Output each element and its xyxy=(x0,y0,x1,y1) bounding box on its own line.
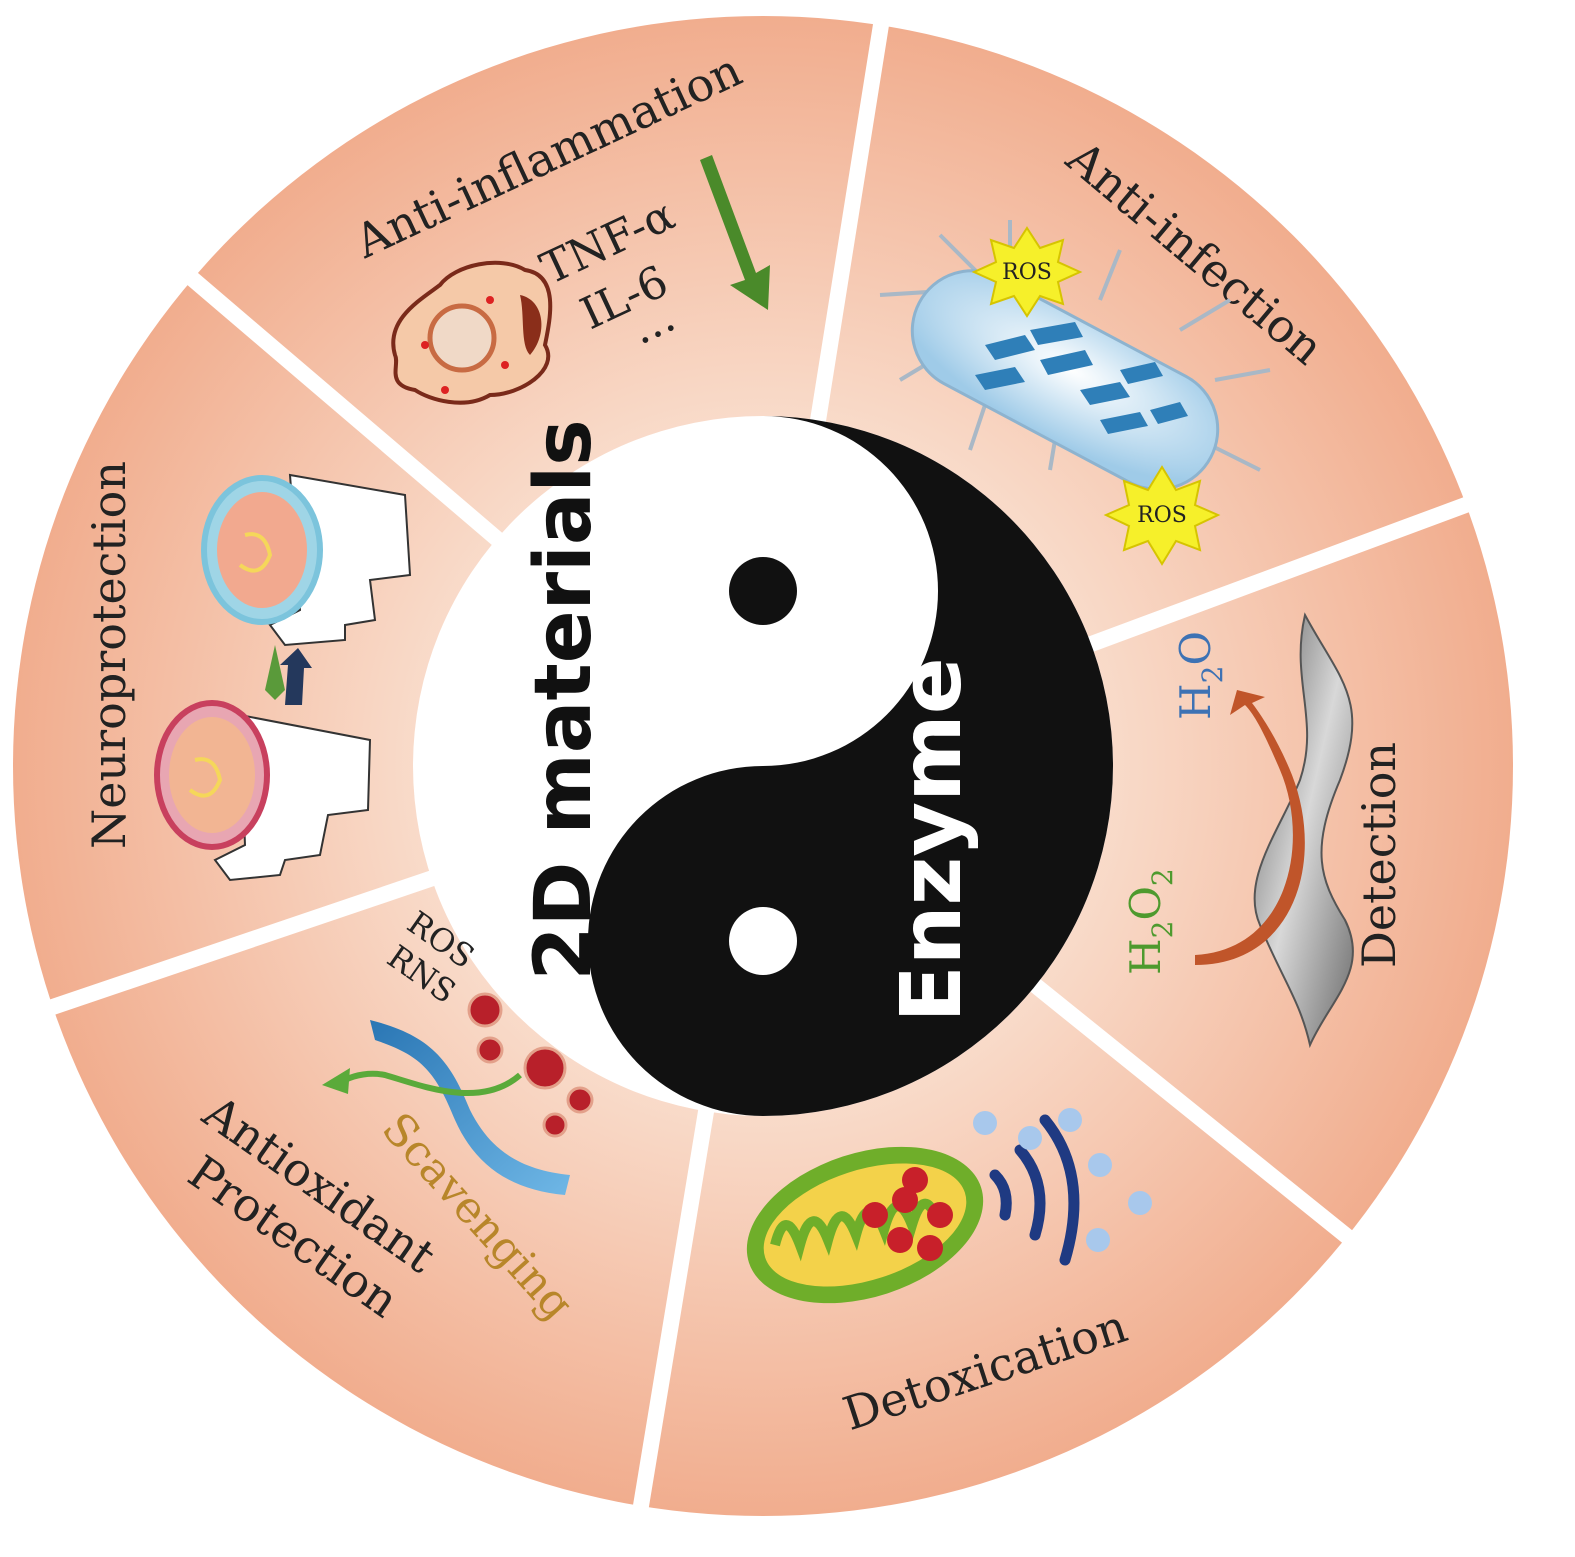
macrophage-cell-icon xyxy=(391,260,553,405)
nanosheets xyxy=(975,322,1188,434)
yang-dot xyxy=(729,557,797,625)
yin-half xyxy=(588,416,1113,1116)
yin-yang: 2D materials Enzyme xyxy=(413,416,1113,1116)
cell-organelle xyxy=(520,295,542,355)
nanosheet-small-icon xyxy=(265,645,285,700)
segment-neuroprotection: Neuroprotection xyxy=(82,461,412,882)
curved-arrow-icon xyxy=(1195,690,1305,965)
mitochondrion-icon xyxy=(746,1146,984,1304)
ros-burst-2: ROS xyxy=(1103,465,1221,566)
damaged-brain-section-icon xyxy=(154,700,372,882)
center-right-label: Enzyme xyxy=(882,657,980,1022)
scavenging-arrow-line xyxy=(343,1070,522,1097)
cell-nucleus xyxy=(427,303,497,373)
h2o-label: H2O xyxy=(1171,631,1229,720)
star-burst-icon xyxy=(1103,465,1221,566)
healthy-brain-section-icon xyxy=(201,473,412,647)
decrease-arrow-icon xyxy=(700,155,770,310)
scavenging-arrowhead-icon xyxy=(322,1068,350,1094)
radical-particles xyxy=(467,992,594,1138)
center-left-label: 2D materials xyxy=(519,419,609,980)
signal-waves-icon xyxy=(989,1114,1080,1266)
star-burst-icon xyxy=(971,226,1083,318)
ros-label-2: ROS xyxy=(1137,503,1187,528)
neuroprotection-title: Neuroprotection xyxy=(82,461,136,849)
bacterium-body xyxy=(910,269,1220,491)
segment-dividers xyxy=(35,4,1482,1532)
ros-label-1: ROS xyxy=(1002,260,1052,285)
bacterium-icon xyxy=(879,220,1271,491)
h2o2-label: H2O2 xyxy=(1121,868,1179,975)
segment-detection: Detection H2O H2O2 xyxy=(1121,612,1406,1049)
released-particles xyxy=(973,1108,1152,1252)
scavenger-nanosheet-icon xyxy=(370,1020,570,1195)
ros-burst-1: ROS xyxy=(971,226,1083,318)
up-arrow-icon xyxy=(280,648,312,705)
detection-title: Detection xyxy=(1352,742,1406,968)
yin-dot xyxy=(729,907,797,975)
